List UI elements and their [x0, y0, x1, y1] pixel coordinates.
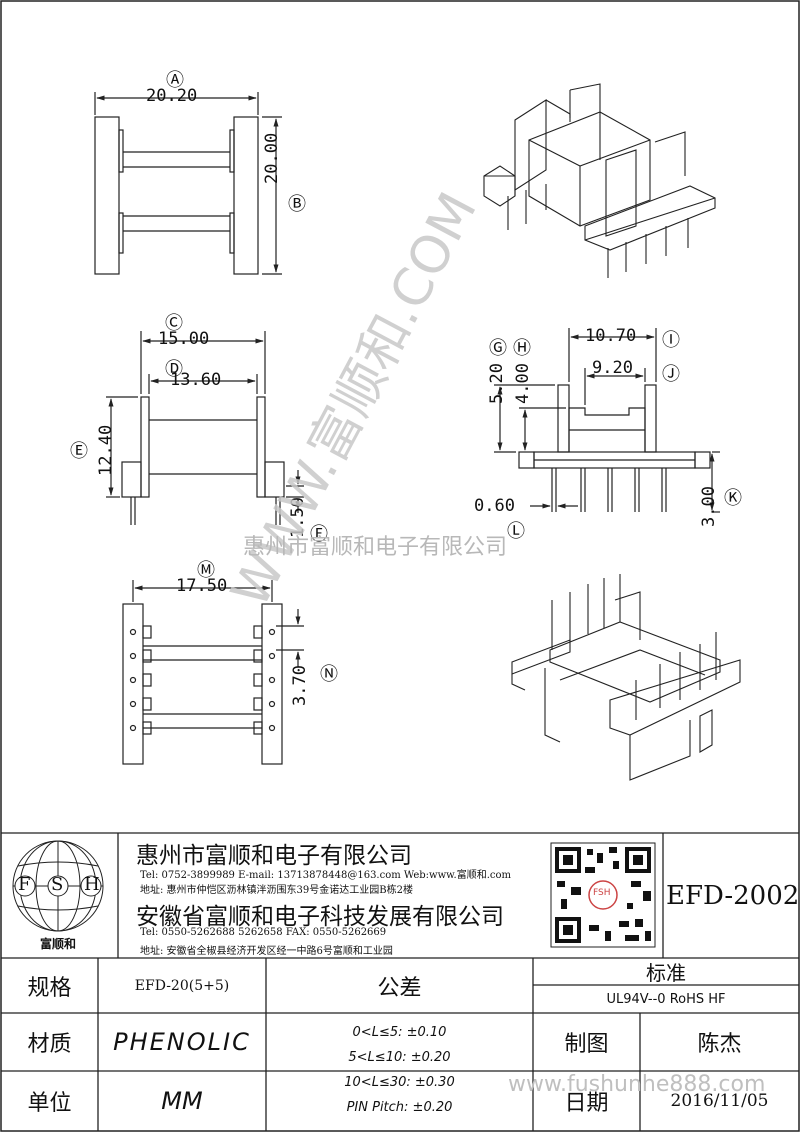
company2-name: 安徽省富顺和电子科技发展有限公司 — [136, 904, 504, 930]
isometric-top — [483, 83, 716, 278]
material-label: 材质 — [27, 1032, 72, 1057]
unit-label: 单位 — [27, 1091, 72, 1116]
dim-n-value: 3.70 — [290, 665, 310, 706]
dim-i-value: 10.70 — [585, 326, 637, 346]
dim-f-value: 1.50 — [288, 497, 308, 538]
logo-letter-f: F — [18, 874, 31, 895]
company1-address: 地址: 惠州市仲恺区沥林镇泮沥围东39号金诺达工业园B栋2楼 — [140, 885, 413, 896]
company2-contact: Tel: 0550-5262688 5262658 FAX: 0550-5262… — [140, 927, 387, 938]
dim-n-marker: Ⓝ — [320, 664, 338, 685]
isometric-bottom — [511, 574, 741, 781]
drawer-label: 制图 — [564, 1032, 609, 1057]
standard-value: UL94V--0 RoHS HF — [606, 991, 726, 1007]
qr-logo-label: FSH — [593, 888, 611, 898]
tolerance-row: 10<L≤30: ±0.30 — [344, 1075, 455, 1090]
dim-g-marker: Ⓖ — [489, 338, 507, 359]
dim-d-marker: Ⓓ — [165, 359, 183, 380]
dim-j-marker: Ⓙ — [662, 364, 680, 385]
top-view — [94, 92, 282, 275]
tolerance-label: 公差 — [377, 975, 422, 1001]
title-block-grid — [1, 832, 799, 1131]
dim-k-value: 3.00 — [699, 486, 719, 527]
tolerance-list: 0<L≤5: ±0.10 5<L≤10: ±0.20 10<L≤30: ±0.3… — [266, 1020, 533, 1120]
logo-name: 富顺和 — [40, 937, 77, 951]
bottom-view — [122, 580, 304, 765]
dim-m-marker: Ⓜ — [197, 560, 215, 581]
dim-d-value: 13.60 — [170, 370, 222, 390]
date-label: 日期 — [564, 1091, 609, 1116]
date-value: 2016/11/05 — [670, 1091, 769, 1111]
drawer-value: 陈杰 — [697, 1032, 742, 1057]
dim-j-value: 9.20 — [592, 358, 633, 378]
tolerance-row: 5<L≤10: ±0.20 — [348, 1050, 451, 1065]
dim-e-value: 12.40 — [96, 424, 116, 476]
part-number: EFD-2002 — [666, 881, 800, 911]
fsh-logo — [12, 840, 104, 932]
dim-b-value: 20.00 — [262, 132, 282, 184]
dim-g-value: 5.20 — [487, 363, 507, 404]
spec-value: EFD-20(5+5) — [134, 977, 230, 994]
dim-f-marker: Ⓕ — [310, 524, 328, 545]
dim-k-marker: Ⓚ — [724, 488, 742, 509]
side-view — [106, 331, 304, 525]
material-value: PHENOLIC — [113, 1028, 251, 1056]
front-view — [494, 328, 720, 513]
dim-h-value: 4.00 — [513, 363, 533, 404]
dim-b-marker: Ⓑ — [288, 194, 306, 215]
company1-contact: Tel: 0752-3899989 E-mail: 13713878448@16… — [140, 870, 511, 881]
dim-l-marker: Ⓛ — [507, 521, 525, 542]
dim-a-value: 20.20 — [146, 86, 198, 106]
dim-c-marker: Ⓒ — [165, 313, 183, 334]
dim-e-marker: Ⓔ — [70, 441, 88, 462]
dim-i-marker: Ⓘ — [662, 330, 680, 351]
dim-m-value: 17.50 — [176, 576, 228, 596]
logo-letter-h: H — [84, 874, 100, 895]
qr-code — [550, 842, 656, 948]
logo-letter-s: S — [51, 874, 64, 895]
company1-name: 惠州市富顺和电子有限公司 — [136, 843, 412, 869]
dim-h-marker: Ⓗ — [513, 338, 531, 359]
dim-l-value: 0.60 — [474, 496, 515, 516]
spec-label: 规格 — [27, 975, 72, 1001]
company2-address: 地址: 安徽省全椒县经济开发区经一中路6号富顺和工业园 — [140, 946, 393, 957]
standard-label: 标准 — [646, 961, 686, 985]
tolerance-row: 0<L≤5: ±0.10 — [352, 1025, 447, 1040]
unit-value: MM — [161, 1087, 203, 1115]
dim-c-value: 15.00 — [158, 329, 210, 349]
tolerance-row: PIN Pitch: ±0.20 — [346, 1100, 453, 1115]
dim-a-marker: Ⓐ — [166, 70, 184, 91]
